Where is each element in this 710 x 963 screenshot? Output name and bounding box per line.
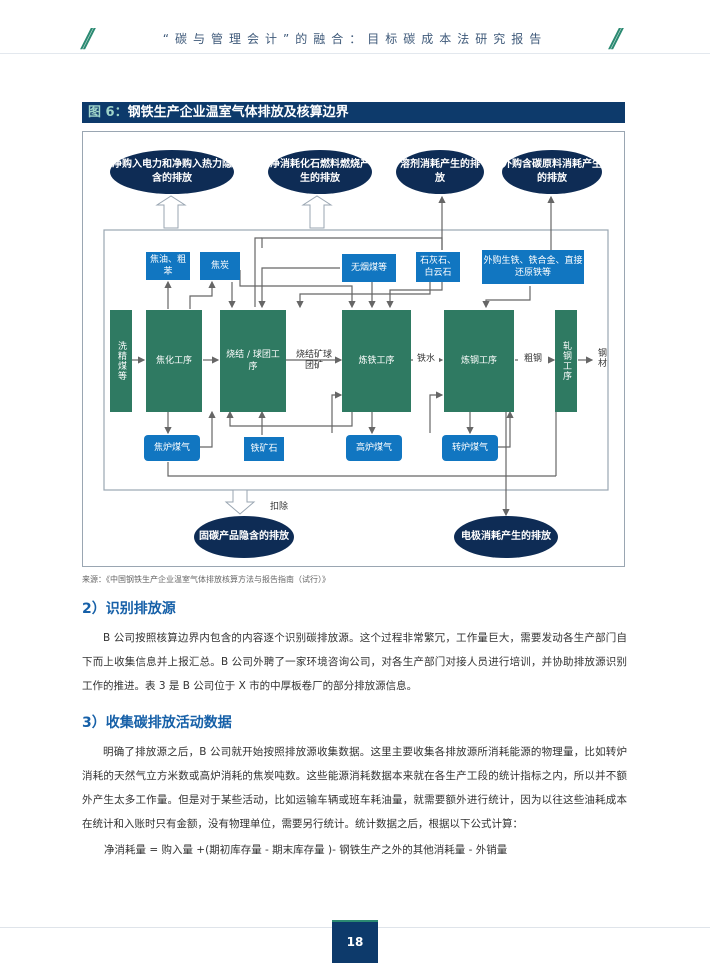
box-iron-ore: 铁矿石	[244, 437, 284, 461]
box-coke-oven-gas: 焦炉煤气	[144, 435, 200, 461]
box-coke: 焦炭	[200, 252, 240, 280]
box-blast-furnace-gas: 高炉煤气	[346, 435, 402, 461]
header-title: “碳与管理会计”的融合：目标碳成本法研究报告	[162, 32, 548, 46]
hollow-arrow-deduct	[224, 489, 256, 515]
ellipse-fixed-carbon-emission: 固碳产品隐含的排放	[194, 516, 294, 558]
box-ironmaking-process: 炼铁工序	[342, 310, 411, 412]
section-body-identify: B 公司按照核算边界内包含的内容逐个识别碳排放源。这个过程非常繁冗，工作量巨大，…	[82, 626, 627, 698]
box-anthracite: 无烟煤等	[342, 254, 396, 282]
figure-title-bar: 图 6：钢铁生产企业温室气体排放及核算边界	[82, 102, 625, 123]
paragraph: 明确了排放源之后，B 公司就开始按照排放源收集数据。这里主要收集各排放源所消耗能…	[82, 746, 627, 830]
box-purchased-iron: 外购生铁、铁合金、直接还原铁等	[482, 250, 584, 284]
ellipse-carbon-material-emission: 外购含碳原料消耗产生的排放	[502, 150, 602, 194]
box-converter-gas: 转炉煤气	[442, 435, 498, 461]
label-crude-steel: 粗钢	[518, 354, 548, 365]
label-deduct: 扣除	[269, 502, 288, 512]
section-heading-collect: 3）收集碳排放活动数据	[82, 715, 232, 731]
figure-title: 钢铁生产企业温室气体排放及核算边界	[127, 105, 349, 120]
box-rolling-process: 轧钢工序	[555, 310, 577, 412]
figure-source: 来源：《中国钢铁生产企业温室气体排放核算方法与报告指南（试行）》	[82, 575, 330, 584]
label-sinter-ore: 烧结矿球团矿	[295, 350, 332, 371]
box-washed-coal: 洗精煤等	[110, 310, 132, 412]
ellipse-flux-emission: 溶剂消耗产生的排放	[396, 150, 484, 194]
paragraph: B 公司按照核算边界内包含的内容逐个识别碳排放源。这个过程非常繁冗，工作量巨大，…	[82, 632, 627, 692]
section-heading-identify: 2）识别排放源	[82, 601, 176, 617]
page-number: 18	[332, 920, 378, 963]
ellipse-electrode-emission: 电极消耗产生的排放	[454, 516, 558, 558]
figure-frame	[82, 131, 625, 567]
hollow-arrow-fossil	[301, 195, 333, 229]
figure-number: 图 6：	[88, 105, 128, 120]
box-limestone: 石灰石、白云石	[416, 252, 460, 282]
hollow-arrow-power	[155, 195, 187, 229]
box-coking-process: 焦化工序	[146, 310, 202, 412]
label-steel-product: 钢材	[596, 348, 606, 368]
box-steelmaking-process: 炼钢工序	[444, 310, 514, 412]
box-coke-oil: 焦油、粗苯	[146, 252, 190, 280]
formula: 净消耗量 = 购入量 +(期初库存量 - 期末库存量 )- 钢铁生产之外的其他消…	[104, 844, 508, 856]
ellipse-power-heat-emission: 净购入电力和净购入热力隐含的排放	[110, 150, 234, 194]
accounting-boundary	[103, 229, 609, 491]
label-molten-iron: 铁水	[413, 354, 439, 365]
section-body-collect: 明确了排放源之后，B 公司就开始按照排放源收集数据。这里主要收集各排放源所消耗能…	[82, 740, 627, 836]
header-divider	[0, 53, 710, 54]
ellipse-fossil-fuel-emission: 净消耗化石燃料燃烧产生的排放	[268, 150, 372, 194]
box-sinter-process: 烧结 / 球团工序	[220, 310, 286, 412]
